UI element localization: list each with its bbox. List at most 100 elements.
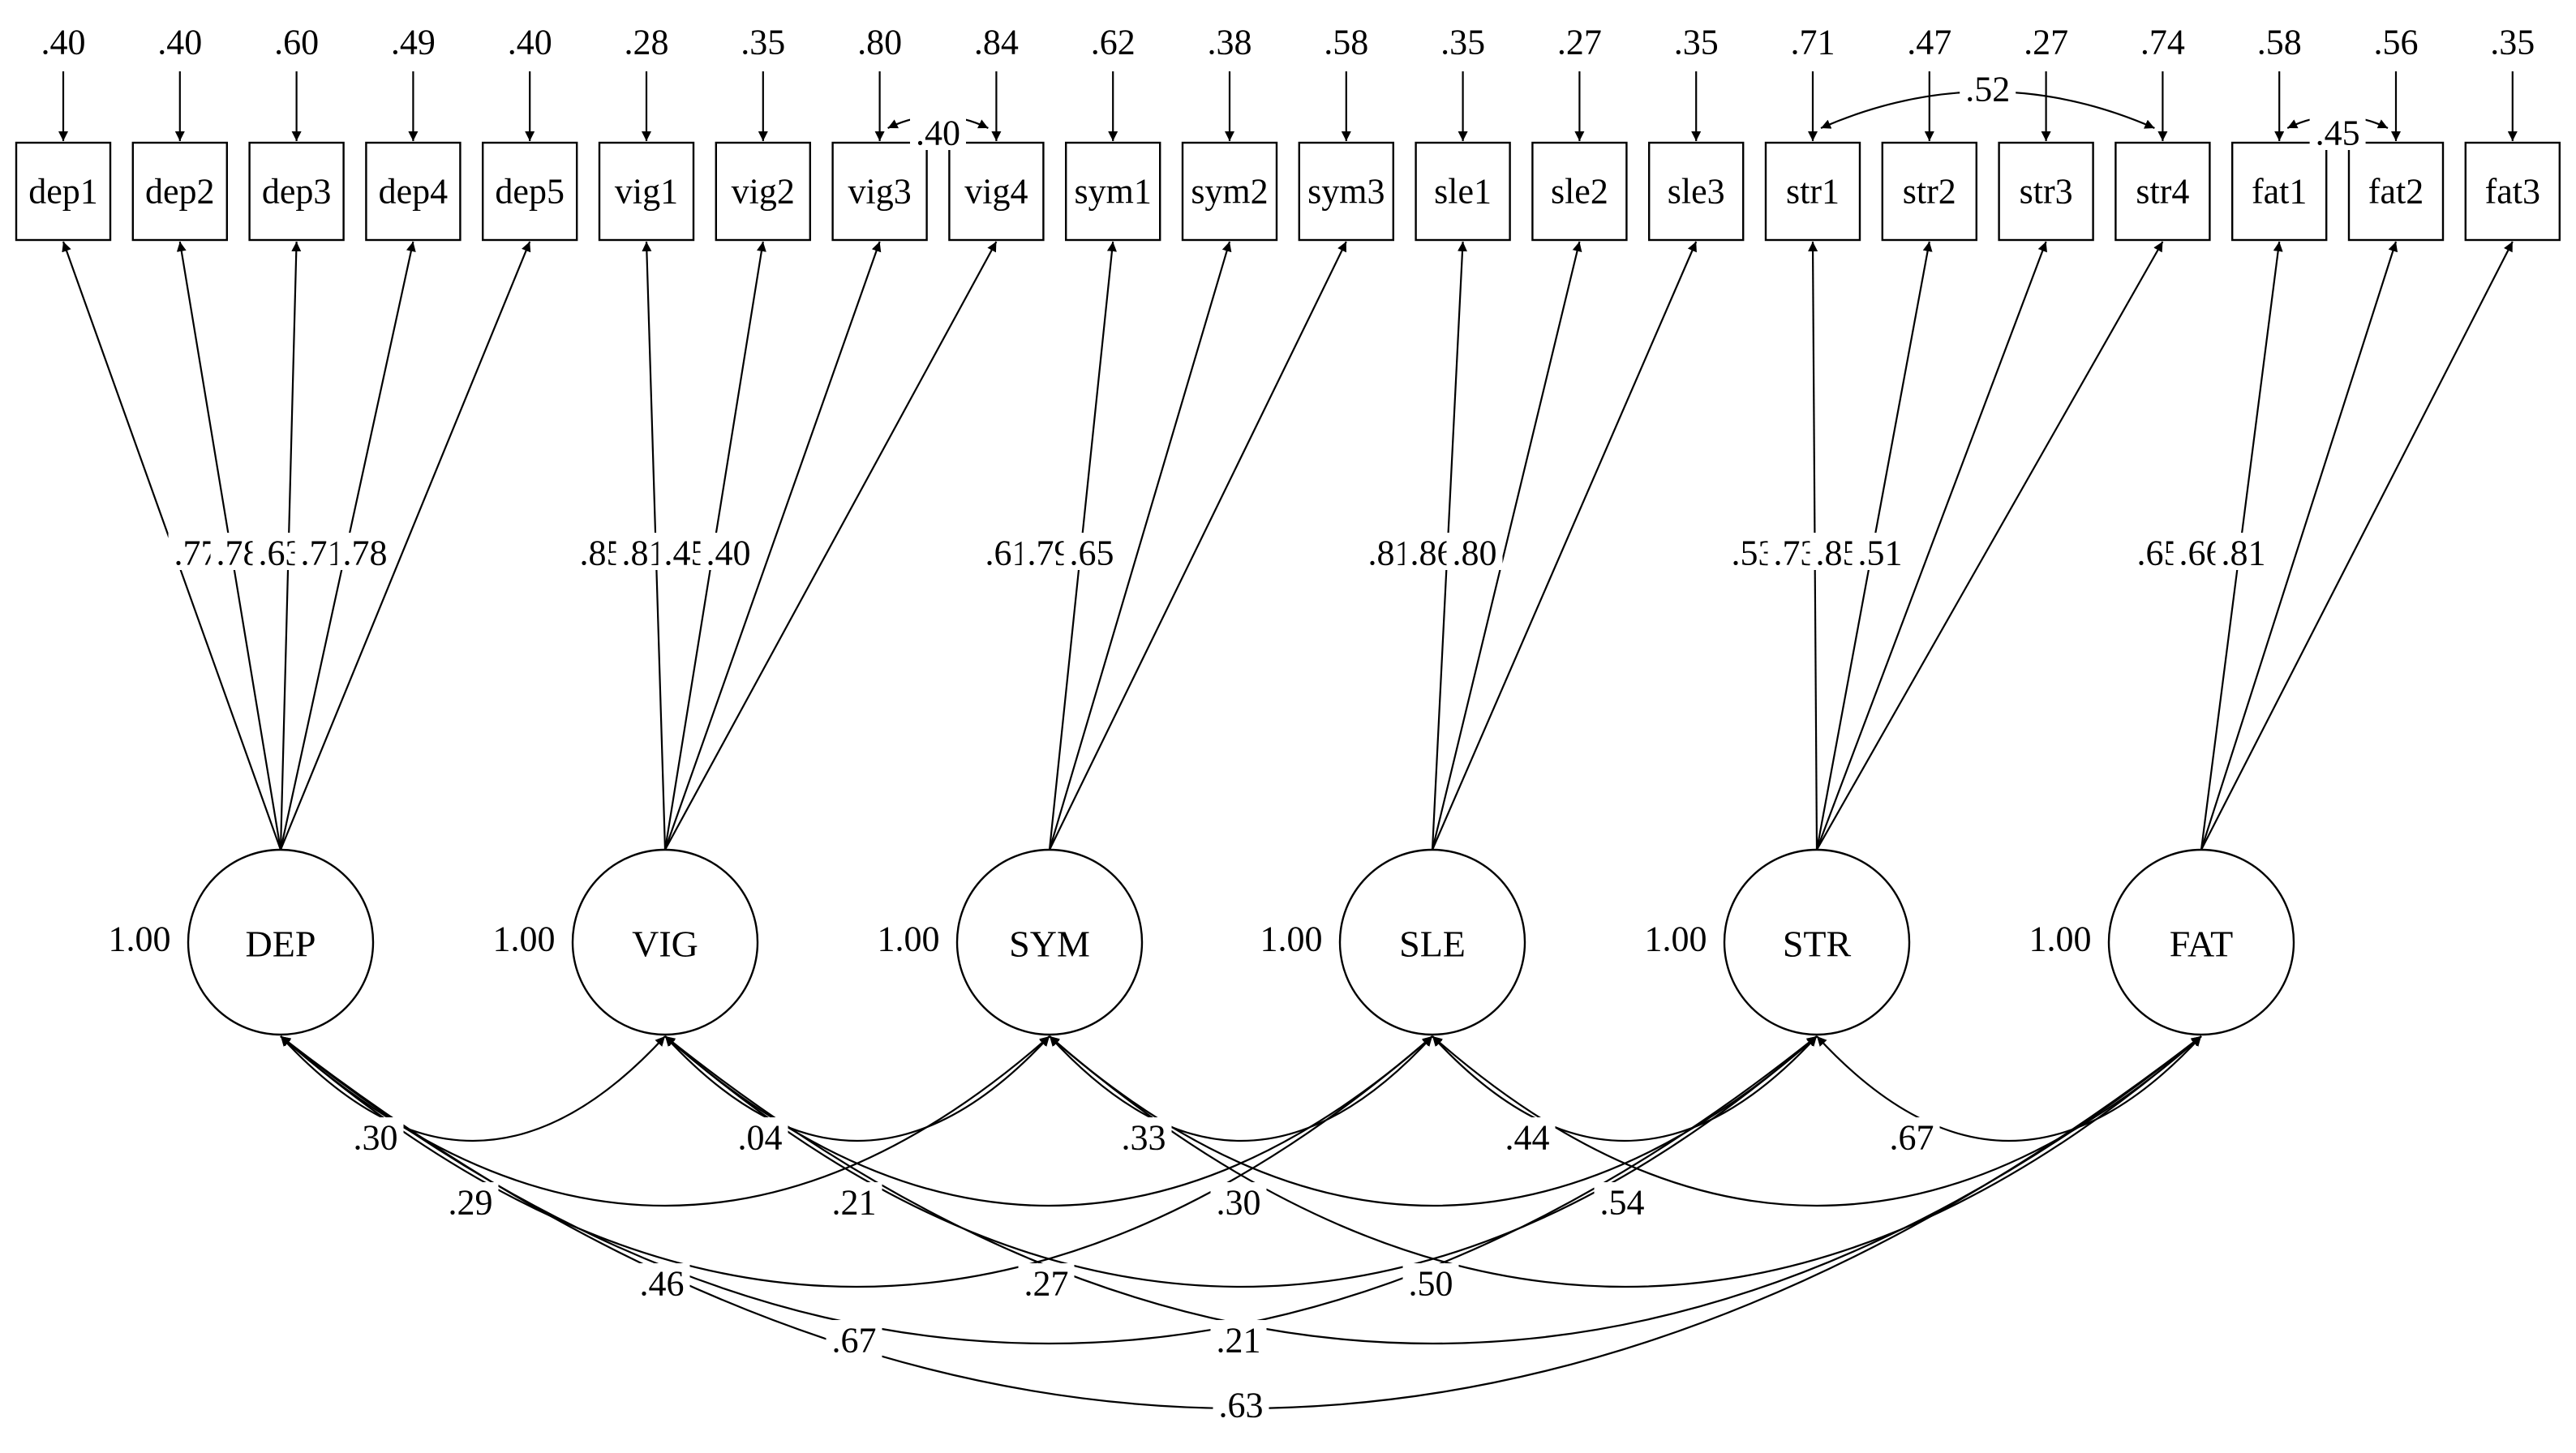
loading-VIG-vig4-bg [700,533,757,570]
error-cov-label-fat1-fat2: .45 [2316,114,2360,153]
loading-arrow-SYM-sym2 [1048,241,1232,851]
error-variance-sym1: .62 [1091,23,1136,62]
latent-label-VIG: VIG [632,924,698,965]
latent-circle-FAT [2107,848,2295,1036]
latent-label-SYM: SYM [1009,924,1090,965]
latent-label-STR: STR [1783,924,1852,965]
observed-label-fat1: fat1 [2252,172,2307,212]
loading-FAT-fat3: .81 [2222,534,2266,573]
factor-corr-label-SYM-FAT: .50 [1409,1264,1453,1304]
factor-corr-label-SLE-FAT: .54 [1600,1183,1645,1223]
error-variance-sym3: .58 [1324,23,1368,62]
observed-label-fat2: fat2 [2368,172,2424,212]
error-variance-vig2: .35 [741,23,785,62]
observed-label-sle2: sle2 [1551,172,1608,212]
latent-circle-VIG [571,848,759,1036]
observed-label-str4: str4 [2136,172,2189,212]
factor-corr-SLE-STR [1432,1035,1818,1142]
observed-box-dep4 [365,141,462,242]
observed-label-dep2: dep2 [145,172,215,212]
factor-corr-label-DEP-SYM-bg [442,1182,499,1219]
observed-box-str1 [1764,141,1861,242]
factor-corr-label-VIG-SLE-bg [826,1182,882,1219]
factor-corr-label-STR-FAT: .67 [1890,1118,1934,1158]
error-variance-fat2: .56 [2374,23,2419,62]
observed-box-vig2 [715,141,811,242]
factor-corr-SYM-FAT [1049,1035,2202,1288]
observed-label-vig3: vig3 [848,172,911,212]
loading-SLE-sle3-bg [1446,533,1503,570]
factor-corr-label-DEP-FAT: .63 [1219,1386,1264,1425]
factor-corr-SYM-SLE [1049,1035,1433,1142]
observed-label-vig2: vig2 [732,172,795,212]
observed-box-str2 [1881,141,1978,242]
observed-box-vig4 [948,141,1045,242]
observed-box-sle1 [1415,141,1511,242]
observed-box-fat1 [2230,141,2328,242]
factor-corr-VIG-STR [664,1035,1818,1288]
error-variance-str1: .71 [1791,23,1835,62]
observed-box-sym2 [1181,141,1278,242]
loading-VIG-vig4: .40 [706,534,751,573]
factor-corr-label-VIG-SYM: .04 [738,1118,783,1158]
loading-arrow-VIG-vig4 [664,241,998,851]
error-variance-dep4: .49 [391,23,436,62]
loading-DEP-dep5: .78 [343,534,388,573]
error-variance-str2: .47 [1907,23,1951,62]
error-variance-sle3: .35 [1674,23,1719,62]
error-variance-dep3: .60 [274,23,319,62]
factor-corr-label-DEP-SLE-bg [633,1263,690,1301]
observed-label-sle3: sle3 [1668,172,1725,212]
loading-arrow-SYM-sym3 [1049,241,1347,851]
factor-corr-label-SYM-SLE-bg [1115,1117,1172,1155]
factor-corr-label-SYM-STR-bg [1210,1182,1267,1219]
loading-arrow-VIG-vig3 [663,241,882,851]
observed-label-dep3: dep3 [262,172,332,212]
observed-box-sym3 [1298,141,1395,242]
error-variance-sle2: .27 [1557,23,1602,62]
observed-label-dep5: dep5 [495,172,565,212]
observed-label-str1: str1 [1786,172,1840,212]
factor-corr-label-VIG-SLE: .21 [832,1183,877,1223]
factor-corr-label-SLE-FAT-bg [1594,1182,1651,1219]
observed-box-sle2 [1531,141,1628,242]
loading-STR-str4-bg [1852,533,1908,570]
error-variance-str3: .27 [2024,23,2068,62]
factor-corr-label-DEP-VIG: .30 [354,1118,398,1158]
factor-corr-DEP-VIG [280,1035,666,1142]
error-cov-label-str1-str4: .52 [1965,70,2010,109]
error-variance-dep5: .40 [508,23,552,62]
factor-corr-DEP-SLE [280,1035,1433,1288]
observed-box-dep1 [15,141,112,242]
error-cov-label-vig3-vig4: .40 [916,114,960,153]
observed-label-dep1: dep1 [28,172,98,212]
latent-label-FAT: FAT [2170,924,2233,965]
factor-corr-label-SYM-STR: .30 [1217,1183,1261,1223]
factor-corr-label-DEP-STR: .67 [832,1321,877,1361]
loading-SLE-sle3: .80 [1453,534,1497,573]
factor-corr-label-SLE-STR-bg [1499,1117,1556,1155]
loading-arrow-STR-str4 [1816,241,2164,851]
factor-corr-label-VIG-SYM-bg [732,1117,788,1155]
error-variance-dep1: .40 [41,23,86,62]
loading-arrow-FAT-fat2 [2200,241,2398,851]
factor-corr-label-VIG-FAT: .21 [1217,1321,1261,1361]
observed-box-dep2 [131,141,229,242]
error-variance-sle1: .35 [1440,23,1485,62]
loading-SYM-sym3: .65 [1070,534,1114,573]
factor-corr-label-SYM-SLE: .33 [1122,1118,1166,1158]
latent-label-DEP: DEP [246,924,316,965]
observed-label-vig4: vig4 [964,172,1028,212]
latent-variance-SLE: 1.00 [1260,919,1323,959]
error-cov-label-str1-str4-bg [1960,69,2016,106]
loading-STR-str4: .51 [1858,534,1903,573]
latent-variance-VIG: 1.00 [493,919,556,959]
observed-label-sym3: sym3 [1307,172,1385,212]
factor-corr-label-DEP-FAT-bg [1213,1385,1269,1422]
error-cov-label-vig3-vig4-bg [910,113,966,150]
observed-label-str3: str3 [2020,172,2073,212]
factor-corr-label-DEP-SLE: .46 [640,1264,685,1304]
loading-arrow-SLE-sle2 [1431,241,1582,851]
observed-label-fat3: fat3 [2485,172,2540,212]
observed-label-vig1: vig1 [615,172,678,212]
